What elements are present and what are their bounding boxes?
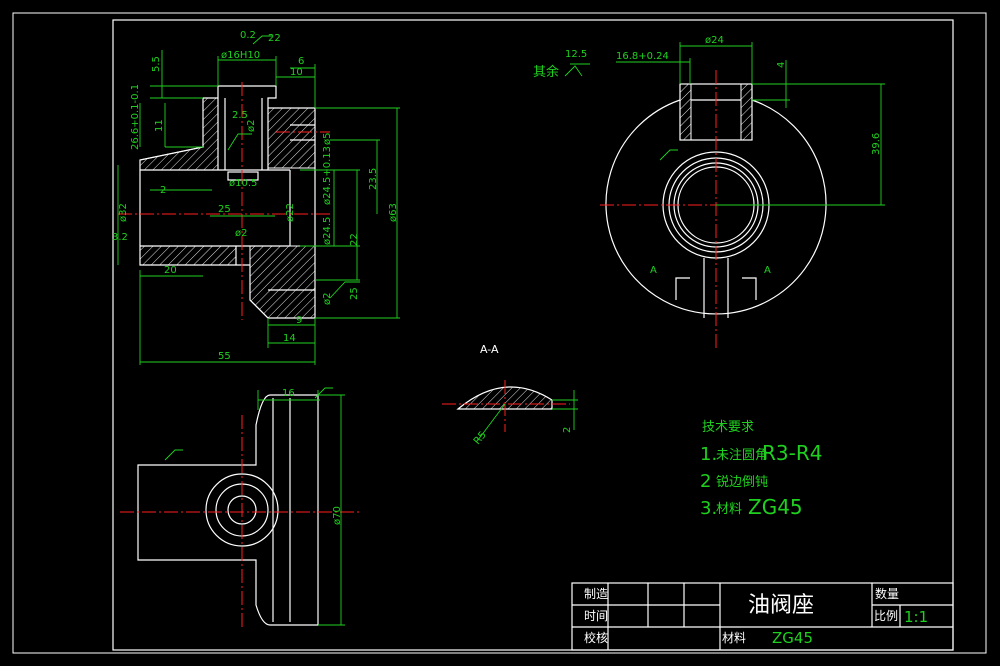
title-part-name: 油阀座 [748, 593, 814, 618]
front-dim-16h10: ø16H10 [221, 50, 260, 61]
front-dim-11: 11 [154, 119, 165, 132]
front-dim-3-2: 3.2 [112, 232, 128, 243]
front-dim-26-6: 26.6+0.1-0.1 [130, 84, 141, 150]
tech-note-3-text: 材料 [716, 502, 742, 517]
front-dim-phi63: ø63 [388, 203, 399, 222]
title-scale-value: 1:1 [904, 608, 928, 626]
inner-border [112, 19, 954, 651]
right-dim-phi24: ø24 [705, 35, 724, 46]
tech-notes-heading: 技术要求 [702, 420, 754, 435]
title-quantity: 数量 [875, 586, 899, 601]
title-made-by: 制造 [584, 587, 608, 601]
front-dim-phi2-mid: ø2 [235, 228, 247, 239]
front-dim-25-v: 25 [349, 287, 360, 300]
right-dim-4: 4 [776, 62, 787, 68]
front-dim-phi24-5-tol: ø24.5+0.13 [322, 146, 333, 205]
bottom-dim-phi70: ø70 [332, 506, 343, 525]
title-checker: 校核 [584, 630, 608, 645]
tech-note-2-text: 锐边倒钝 [716, 475, 768, 490]
front-dim-22-v: 22 [349, 233, 360, 246]
section-dim-r5: R5 [472, 430, 489, 447]
right-view: A A 其余 12.5 16.8+0.24 ø24 4 39.6 [533, 35, 885, 350]
front-dim-phi32: ø32 [118, 203, 129, 222]
front-dim-phi24-5: ø24.5 [322, 217, 333, 245]
front-hatch-upper [139, 97, 219, 171]
title-material-label: 材料 [722, 631, 746, 645]
tech-notes: 技术要求 1. 未注圆角 R3-R4 2 锐边倒钝 3. 材料 ZG45 [700, 420, 822, 519]
tech-note-3-num: 3. [700, 498, 717, 519]
tech-note-3-value: ZG45 [748, 495, 803, 519]
front-dim-14: 14 [283, 333, 296, 344]
right-top-hatch [679, 83, 692, 141]
front-hatch-flange-top [267, 107, 316, 169]
section-aa-view: A-A R5 2 [442, 343, 578, 447]
front-dim-20: 20 [164, 265, 177, 276]
front-view: 22 0.2 ø16H10 6 10 5.5 26.6+0.1-0.1 11 2… [112, 30, 400, 365]
tech-note-2-num: 2 [700, 471, 711, 492]
front-dim-6: 6 [298, 56, 304, 67]
front-dim-02: 0.2 [240, 30, 256, 41]
title-time: 时间 [584, 609, 608, 623]
tech-note-1-value: R3-R4 [762, 441, 822, 465]
title-material-value: ZG45 [772, 629, 813, 647]
front-outline [139, 85, 316, 319]
bottom-dim-16: 16 [282, 388, 295, 399]
front-dim-5-5: 5.5 [151, 56, 162, 72]
tech-note-1-text: 未注圆角 [716, 448, 768, 463]
bottom-view: 16 ø70 [120, 387, 360, 630]
front-dim-23-5: 23.5 [368, 168, 379, 190]
front-dim-phi2-top: ø2 [246, 120, 257, 132]
bottom-boss-outer [205, 473, 279, 547]
front-hatch-flange-bottom [249, 245, 316, 319]
tech-note-1-num: 1. [700, 444, 717, 465]
section-mark-right: A [764, 265, 771, 276]
right-dim-16-8: 16.8+0.24 [616, 51, 669, 62]
front-hatch-lower [139, 245, 237, 266]
roughness-value: 12.5 [565, 49, 587, 60]
title-scale-label: 比例 [874, 609, 898, 623]
front-dim-10: 10 [290, 67, 303, 78]
front-dim-9: 9 [296, 315, 302, 326]
section-title: A-A [480, 343, 499, 356]
front-dim-phi2-bottom: ø2 [322, 293, 333, 305]
front-dim-55: 55 [218, 351, 231, 362]
front-dim-phi10-5: ø10.5 [229, 178, 257, 189]
front-dim-25: 25 [218, 204, 231, 215]
front-dim-phi22: ø22 [285, 203, 296, 222]
front-dim-22: 22 [268, 33, 281, 44]
outer-border [12, 12, 987, 654]
right-dim-39-6: 39.6 [871, 133, 882, 155]
front-dim-phi5: ø5 [322, 133, 333, 145]
roughness-other-label: 其余 [533, 64, 559, 80]
section-mark-left: A [650, 265, 657, 276]
front-dim-2-5: 2.5 [232, 110, 248, 121]
section-dim-2: 2 [562, 427, 573, 433]
front-dim-2: 2 [160, 185, 166, 196]
title-block: 制造 时间 校核 油阀座 数量 比例 1:1 材料 ZG45 [571, 582, 954, 651]
